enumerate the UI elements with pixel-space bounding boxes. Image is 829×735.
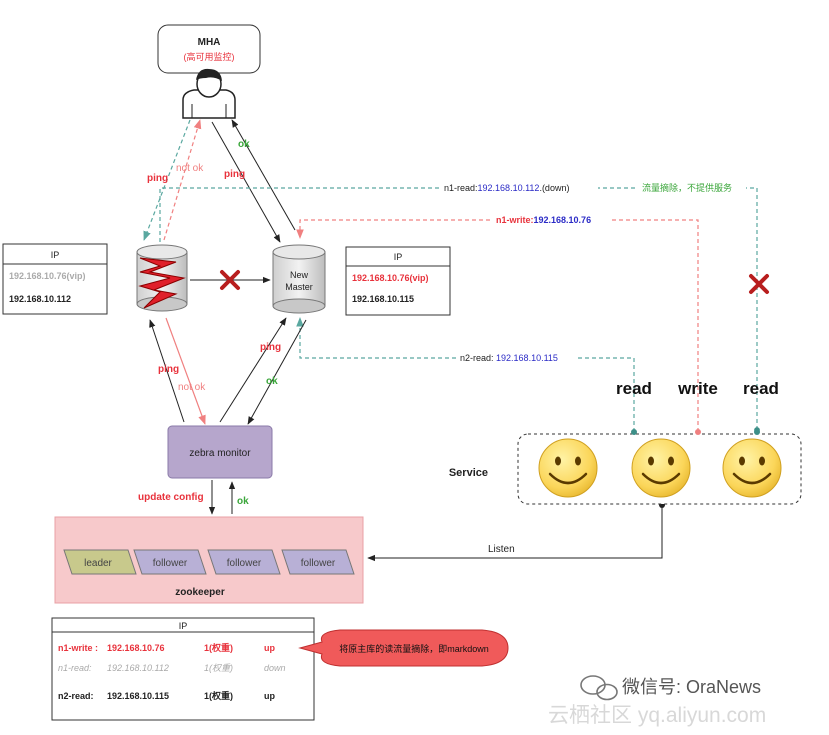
mha-title: MHA: [198, 37, 221, 48]
label-not-ok-monitor: not ok: [178, 382, 206, 393]
label-n1-read: n1-read:192.168.10.112.(down): [444, 183, 569, 193]
svg-text:1(权重): 1(权重): [204, 690, 233, 701]
edge-mha-ping-old: [143, 119, 191, 241]
edge-listen: [367, 505, 663, 562]
monitor-label: zebra monitor: [189, 448, 251, 459]
service-group: Service: [449, 433, 802, 505]
zk-node-follower: follower: [207, 549, 281, 575]
label-not-ok-top: not ok: [176, 163, 204, 174]
svg-text:down: down: [264, 663, 286, 673]
new-master-ip-box: IP 192.168.10.76(vip) 192.168.10.115: [345, 246, 451, 316]
svg-text:192.168.10.115: 192.168.10.115: [107, 691, 169, 701]
smiley-face-icon: [631, 438, 691, 498]
label-ok-update: ok: [237, 496, 249, 507]
edge-n2-read: [296, 317, 635, 432]
edge-monitor-ping-old: [149, 319, 185, 423]
database-icon: New Master: [272, 244, 326, 314]
svg-text:follower: follower: [301, 558, 336, 569]
mha-subtitle: (高可用监控): [184, 51, 235, 62]
svg-text:follower: follower: [227, 558, 262, 569]
label-ping-monitor-right: ping: [260, 342, 281, 353]
svg-text:n1-write :: n1-write :: [58, 643, 98, 653]
edge-monitor-notok-old: [165, 317, 206, 425]
edge-n1-read: [159, 187, 760, 433]
new-box-vip: 192.168.10.76(vip): [352, 273, 429, 283]
svg-text:leader: leader: [84, 558, 112, 569]
smiley-face-icon: [538, 438, 598, 498]
zk-node-follower: follower: [133, 549, 207, 575]
svg-text:1(权重): 1(权重): [204, 642, 233, 653]
svg-text:up: up: [264, 691, 275, 701]
old-master-ip-box: IP 192.168.10.76(vip) 192.168.10.112: [2, 243, 108, 315]
label-ok-top: ok: [238, 139, 250, 150]
old-box-ip: 192.168.10.112: [9, 294, 71, 304]
label-n2-read: n2-read: 192.168.10.115: [460, 353, 558, 363]
new-master-label-1: New: [290, 270, 309, 280]
smiley-face-icon: [722, 438, 782, 498]
label-ok-monitor: ok: [266, 376, 278, 387]
table-row: n1-write : 192.168.10.76 1(权重) up: [58, 642, 275, 653]
zk-node-follower: follower: [281, 549, 355, 575]
table-row: n2-read: 192.168.10.115 1(权重) up: [58, 690, 275, 701]
svg-text:1(权重): 1(权重): [204, 663, 233, 673]
edge-monitor-ping-new: [219, 317, 287, 423]
markdown-callout: 将原主库的读流量摘除，即markdown: [298, 629, 509, 667]
label-update-config: update config: [138, 492, 204, 503]
user-icon: [182, 68, 236, 119]
label-ping-monitor-left: ping: [158, 364, 179, 375]
label-ping-left: ping: [147, 173, 168, 184]
edge-mha-ok-new: [231, 119, 296, 231]
wechat-icon: [580, 675, 618, 701]
watermark-line-1: 微信号: OraNews: [622, 677, 761, 697]
database-down-icon: [136, 244, 188, 312]
label-ping-mid: ping: [224, 169, 245, 180]
zookeeper-cluster: leader follower follower follower zookee…: [54, 516, 364, 604]
zebra-monitor-node: zebra monitor: [167, 425, 273, 479]
service-label: Service: [449, 467, 488, 479]
watermark-line-2: 云栖社区 yq.aliyun.com: [548, 704, 766, 727]
svg-text:192.168.10.76: 192.168.10.76: [107, 643, 165, 653]
svg-text:up: up: [264, 643, 275, 653]
callout-text: 将原主库的读流量摘除，即markdown: [339, 643, 489, 654]
ip-table-header: IP: [179, 621, 188, 631]
svg-text:n2-read:: n2-read:: [58, 691, 94, 701]
zk-node-leader: leader: [63, 549, 137, 575]
zookeeper-label: zookeeper: [175, 587, 225, 598]
new-master-label-2: Master: [285, 282, 313, 292]
watermark: 微信号: OraNews 云栖社区 yq.aliyun.com: [548, 675, 766, 727]
ip-weight-table: IP n1-write : 192.168.10.76 1(权重) up n1-…: [51, 617, 315, 721]
label-listen: Listen: [488, 544, 515, 555]
old-box-header: IP: [51, 250, 60, 260]
edge-mha-notok-old: [163, 119, 202, 241]
new-box-ip: 192.168.10.115: [352, 294, 414, 304]
label-n1-write: n1-write:192.168.10.76: [496, 215, 591, 225]
x-mark-icon: [749, 274, 769, 294]
new-box-header: IP: [394, 252, 403, 262]
old-box-vip: 192.168.10.76(vip): [9, 271, 86, 281]
svg-text:n1-read:: n1-read:: [58, 663, 92, 673]
edge-mha-ping-new: [211, 121, 281, 243]
svg-text:192.168.10.112: 192.168.10.112: [107, 663, 169, 673]
label-read-2: read: [743, 379, 779, 398]
edge-monitor-ok-new: [247, 319, 307, 425]
table-row: n1-read: 192.168.10.112 1(权重) down: [58, 663, 286, 673]
svg-text:follower: follower: [153, 558, 188, 569]
x-mark-icon: [220, 270, 240, 290]
label-write: write: [677, 379, 718, 398]
edge-n1-write: [296, 219, 699, 432]
mha-node: MHA (高可用监控): [157, 24, 261, 74]
label-drain-note: 流量摘除，不提供服务: [642, 182, 732, 193]
label-read-1: read: [616, 379, 652, 398]
